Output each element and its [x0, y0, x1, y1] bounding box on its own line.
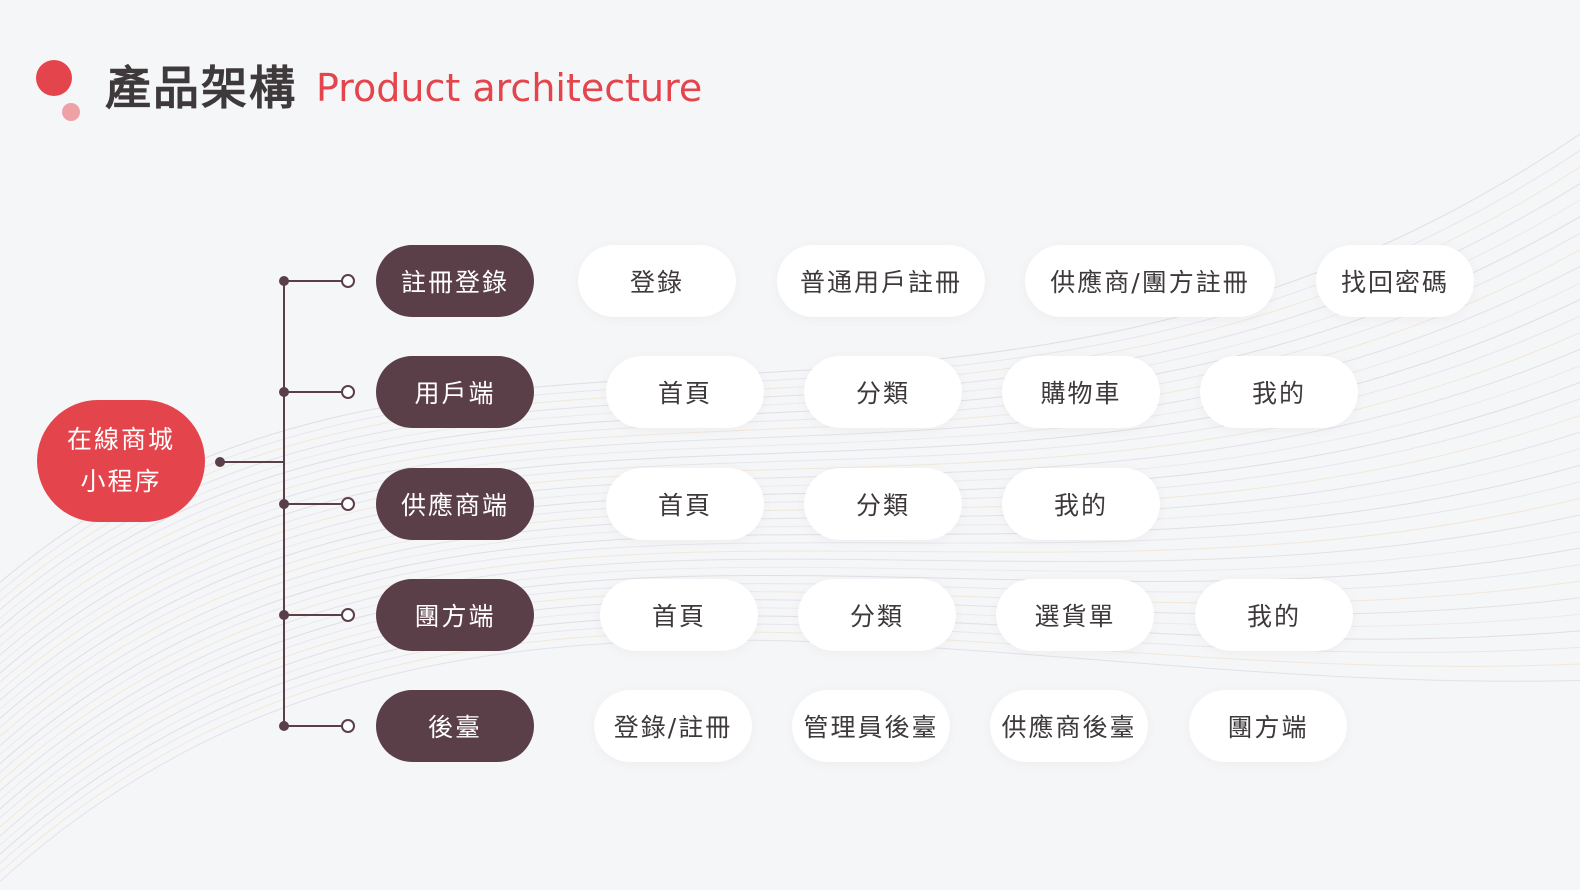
- leaf-group-side-0: 首頁: [600, 579, 758, 651]
- root-connector-dot: [215, 457, 225, 467]
- branch-connector-0: [279, 274, 355, 288]
- leaf-register-login-0: 登錄: [578, 245, 736, 317]
- leaf-user-side-2: 購物車: [1002, 356, 1160, 428]
- leaf-backend-2: 供應商後臺: [990, 690, 1148, 762]
- category-group-side: 團方端: [376, 579, 534, 651]
- leaf-group-side-3: 我的: [1195, 579, 1353, 651]
- leaf-group-side-1: 分類: [798, 579, 956, 651]
- title-dot-small: [62, 103, 80, 121]
- category-user-side: 用戶端: [376, 356, 534, 428]
- leaf-register-login-2: 供應商/團方註冊: [1025, 245, 1275, 317]
- title-dot-large: [36, 60, 72, 96]
- root-node-line2: 小程序: [80, 467, 162, 496]
- branch-connector-1: [279, 385, 355, 399]
- leaf-backend-1: 管理員後臺: [792, 690, 950, 762]
- leaf-user-side-3: 我的: [1200, 356, 1358, 428]
- background-wave-line: [0, 497, 1580, 783]
- leaf-supplier-side-1: 分類: [804, 468, 962, 540]
- category-backend: 後臺: [376, 690, 534, 762]
- branch-connector-3: [279, 608, 355, 622]
- leaf-user-side-0: 首頁: [606, 356, 764, 428]
- background-wave-line: [0, 547, 1580, 810]
- branch-connector-4: [279, 719, 355, 733]
- leaf-backend-0: 登錄/註冊: [594, 690, 752, 762]
- background-wave-line: [0, 530, 1580, 801]
- branch-connector-2: [279, 497, 355, 511]
- leaf-group-side-2: 選貨單: [996, 579, 1154, 651]
- background-wave-line: [0, 514, 1580, 792]
- leaf-supplier-side-2: 我的: [1002, 468, 1160, 540]
- category-supplier-side: 供應商端: [376, 468, 534, 540]
- leaf-register-login-1: 普通用戶註冊: [777, 245, 985, 317]
- leaf-user-side-1: 分類: [804, 356, 962, 428]
- leaf-supplier-side-0: 首頁: [606, 468, 764, 540]
- leaf-backend-3: 團方端: [1189, 690, 1347, 762]
- root-node: 在線商城 小程序: [37, 400, 205, 522]
- page-subtitle: Product architecture: [316, 66, 703, 110]
- background-wave-line: [0, 481, 1580, 774]
- leaf-register-login-3: 找回密碼: [1316, 245, 1474, 317]
- root-node-line1: 在線商城: [66, 425, 175, 454]
- category-register-login: 註冊登錄: [376, 245, 534, 317]
- page-title: 產品架構: [105, 61, 297, 115]
